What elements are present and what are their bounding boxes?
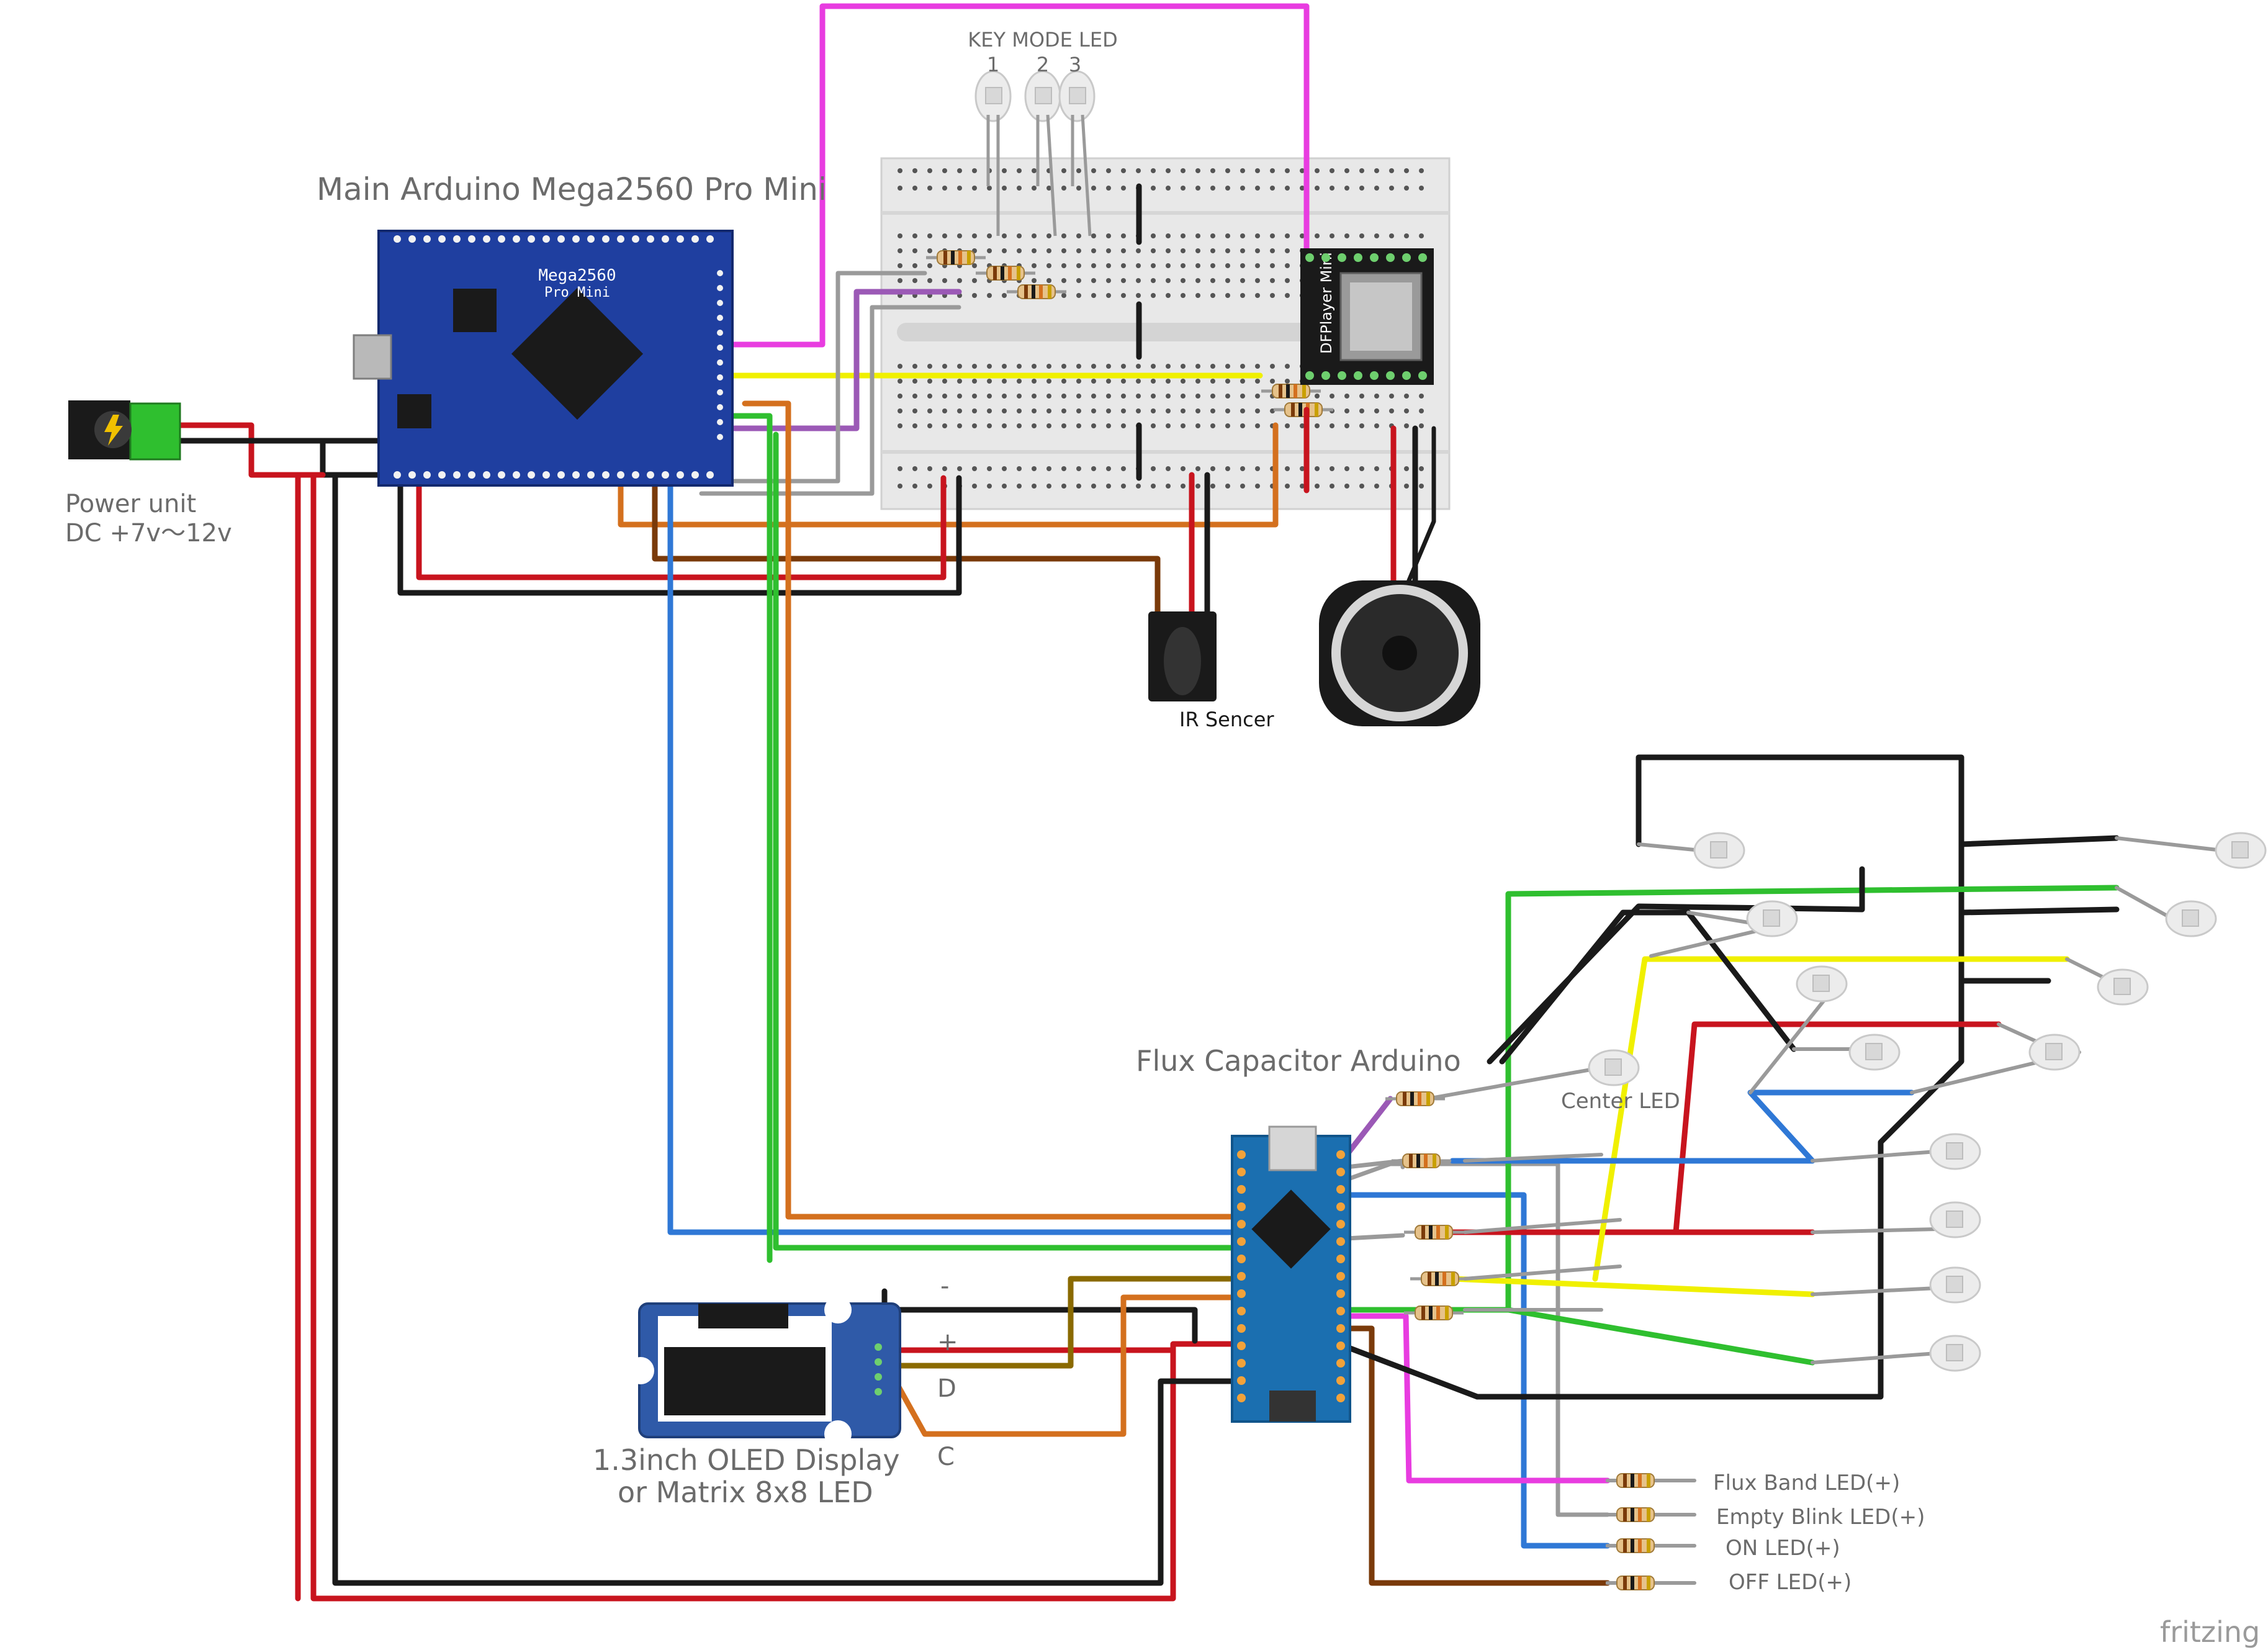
flux-band-led-label: Flux Band LED(+)	[1713, 1471, 1900, 1495]
flux-arduino-title: Flux Capacitor Arduino	[1136, 1044, 1461, 1078]
led-3-label: 3	[1069, 53, 1081, 76]
ir-sensor	[1148, 611, 1217, 701]
dfplayer-module: DFPlayer Mini	[1300, 248, 1434, 385]
pin-c-label: C	[937, 1443, 955, 1471]
center-led-label: Center LED	[1561, 1089, 1680, 1114]
empty-blink-led-label: Empty Blink LED(+)	[1716, 1505, 1925, 1530]
lightning-icon	[104, 415, 123, 446]
oled-display	[627, 1296, 901, 1448]
key-mode-led-label: KEY MODE LED	[968, 28, 1117, 52]
led-2-label: 2	[1037, 53, 1049, 76]
dfplayer-label: DFPlayer Mini	[1318, 252, 1335, 354]
fritzing-watermark: fritzing	[2160, 1615, 2260, 1649]
key-mode-leds	[974, 70, 1096, 237]
power-jack	[68, 400, 181, 461]
off-led-label: OFF LED(+)	[1729, 1570, 1852, 1595]
mega-chip-sub: Pro Mini	[544, 285, 610, 300]
power-unit-label: Power unit	[65, 490, 196, 518]
oled-title-line2: or Matrix 8x8 LED	[618, 1476, 873, 1509]
mega2560-board: Mega2560 Pro Mini	[353, 230, 734, 487]
power-spec-label: DC +7v〜12v	[65, 519, 232, 548]
mega-chip-title: Mega2560	[538, 266, 616, 285]
pin-d-label: D	[937, 1374, 956, 1403]
main-arduino-title: Main Arduino Mega2560 Pro Mini	[317, 171, 827, 207]
oled-title-line1: 1.3inch OLED Display	[593, 1443, 900, 1477]
speaker	[1319, 580, 1480, 726]
ir-sensor-label: IR Sencer	[1179, 708, 1274, 731]
wires	[177, 3, 2224, 1602]
on-led-label: ON LED(+)	[1726, 1536, 1840, 1561]
pin-plus-label: +	[937, 1328, 958, 1356]
pin-minus-label: -	[940, 1272, 949, 1301]
arduino-nano	[1231, 1125, 1351, 1423]
led-1-label: 1	[987, 53, 999, 76]
